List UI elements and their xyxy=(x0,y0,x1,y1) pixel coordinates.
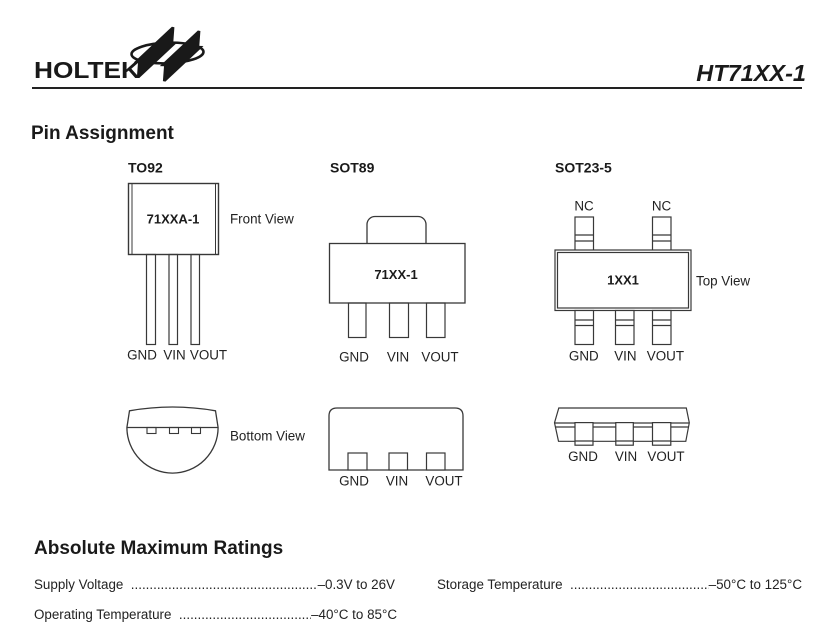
svg-text:NC: NC xyxy=(574,199,594,214)
svg-text:VOUT: VOUT xyxy=(647,449,684,464)
svg-text:VOUT: VOUT xyxy=(647,349,684,364)
svg-text:VIN: VIN xyxy=(615,449,637,464)
svg-text:Bottom View: Bottom View xyxy=(230,429,305,444)
svg-text:VIN: VIN xyxy=(387,350,409,365)
svg-text:SOT89: SOT89 xyxy=(330,160,375,176)
svg-text:71XX-1: 71XX-1 xyxy=(374,267,417,282)
svg-text:GND: GND xyxy=(127,348,157,363)
svg-text:1XX1: 1XX1 xyxy=(607,273,639,288)
svg-text:Front View: Front View xyxy=(230,212,294,227)
svg-text:VIN: VIN xyxy=(614,349,636,364)
svg-text:TO92: TO92 xyxy=(128,160,163,176)
svg-text:NC: NC xyxy=(652,199,672,214)
svg-text:VOUT: VOUT xyxy=(425,474,462,489)
svg-text:HOLTEK: HOLTEK xyxy=(34,57,140,83)
svg-text:VIN: VIN xyxy=(163,348,185,363)
svg-text:GND: GND xyxy=(339,350,369,365)
svg-text:VOUT: VOUT xyxy=(190,348,227,363)
svg-text:SOT23-5: SOT23-5 xyxy=(555,160,612,176)
svg-text:VOUT: VOUT xyxy=(421,350,458,365)
svg-text:VIN: VIN xyxy=(386,474,408,489)
svg-text:71XXA-1: 71XXA-1 xyxy=(147,212,200,227)
svg-text:GND: GND xyxy=(569,349,599,364)
svg-text:GND: GND xyxy=(339,474,369,489)
svg-text:Top View: Top View xyxy=(696,274,750,289)
svg-text:GND: GND xyxy=(568,449,598,464)
